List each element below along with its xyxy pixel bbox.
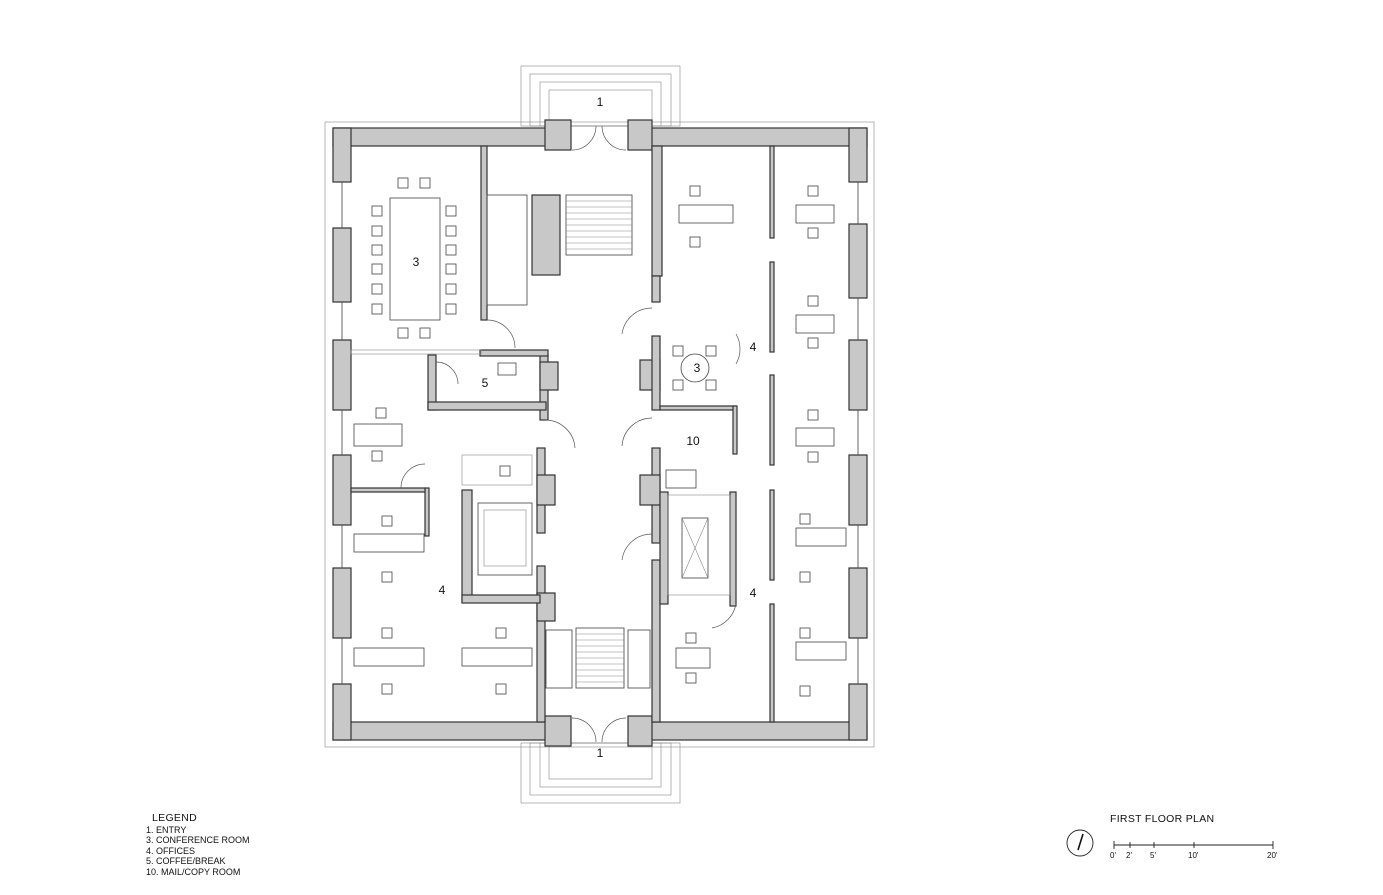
legend-item: 5. COFFEE/BREAK [146,856,226,866]
exterior-walls [332,119,868,747]
office-desks [353,185,847,697]
conference-table [371,177,457,339]
stair-south [545,627,651,689]
scale-bar: 0' 2' 5' 10' 20' [1110,841,1278,860]
north-arrow-icon [1066,829,1094,857]
small-conference-table [672,345,717,391]
stair-east [667,494,731,596]
legend-item: 10. MAIL/COPY ROOM [146,866,241,877]
room-label: 5 [482,376,489,390]
legend: LEGEND 1. ENTRY 3. CONFERENCE ROOM 4. OF… [146,813,250,877]
interior-walls [350,145,775,723]
scale-label: 0' [1110,851,1116,860]
entry-porch-north [520,65,681,127]
room-label: 10 [686,434,700,448]
plan-title: FIRST FLOOR PLAN [1110,813,1215,825]
scale-label: 2' [1126,851,1132,860]
room-labels: 1 1 3 3 4 4 4 4 5 10 [413,95,757,760]
site-outline [324,121,875,748]
scale-label: 5' [1150,851,1156,860]
legend-item: 4. OFFICES [146,845,196,856]
room-label: 1 [597,95,604,109]
room-label: 3 [413,255,420,269]
room-label: 1 [597,746,604,760]
room-label: 4 [439,583,446,597]
scale-label: 20' [1267,851,1278,860]
scale-label: 10' [1188,851,1199,860]
room-label: 3 [694,361,701,375]
legend-title: LEGEND [152,812,197,824]
room-label: 4 [750,340,757,354]
stair-north [486,194,633,306]
legend-item: 3. CONFERENCE ROOM [146,835,250,845]
doors [400,125,741,743]
elevator-core [477,502,533,576]
room-label: 4 [750,586,757,600]
entry-porch-south [520,742,681,804]
legend-item: 1. ENTRY [146,824,187,835]
